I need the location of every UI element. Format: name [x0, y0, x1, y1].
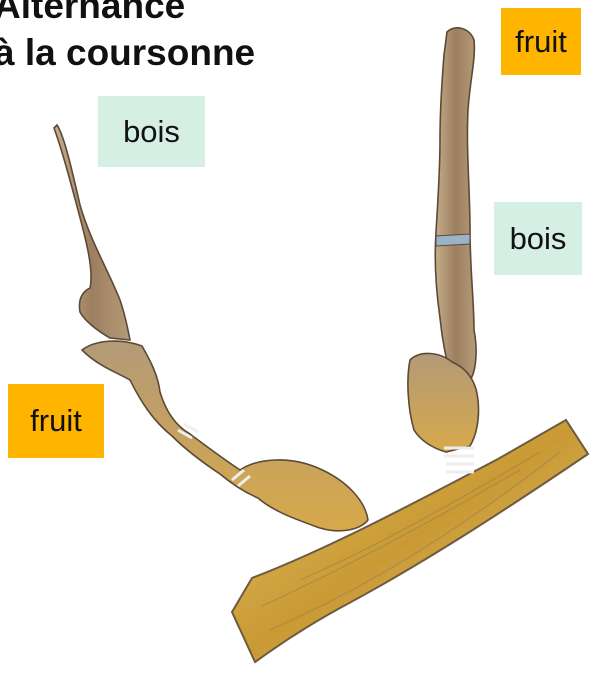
right-shoot — [435, 28, 476, 380]
left-spur — [82, 341, 368, 531]
fruit-label-top: fruit — [501, 8, 581, 75]
bois-label-right: bois — [494, 202, 582, 275]
right-blue-ring — [436, 234, 470, 246]
fruit-label-left: fruit — [8, 384, 104, 458]
bois-label-left: bois — [98, 96, 205, 167]
main-branch — [232, 420, 588, 662]
